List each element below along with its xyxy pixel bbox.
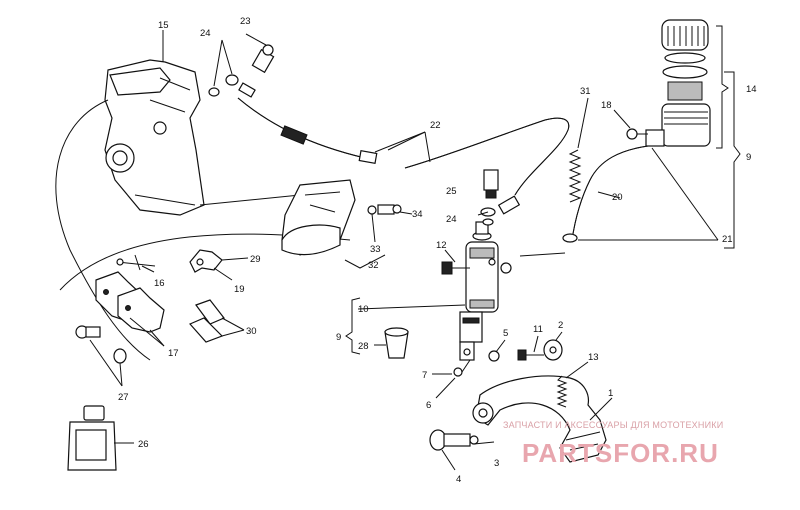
- callout-11: 11: [533, 324, 543, 335]
- brake-light-switch: [480, 169, 499, 226]
- callout-32: 32: [368, 260, 379, 271]
- callout-13: 13: [588, 352, 599, 363]
- callout-12: 12: [436, 240, 447, 251]
- pad-pin: [116, 254, 156, 271]
- watermark-tagline: ЗАПЧАСТИ И АКСЕССУАРЫ ДЛЯ МОТОТЕХНИКИ: [503, 420, 723, 430]
- callout-29: 29: [250, 254, 261, 265]
- callout-34: 34: [412, 209, 423, 220]
- callout-30: 30: [246, 326, 257, 337]
- callout-9-left: 9: [336, 332, 341, 343]
- hose-spring: [568, 149, 582, 203]
- master-cylinder: [459, 221, 512, 361]
- callout-20: 20: [612, 192, 623, 203]
- callout-23: 22: [430, 120, 441, 131]
- brake-pedal: [472, 375, 607, 463]
- callout-5: 5: [503, 328, 508, 339]
- callout-31: 31: [580, 86, 591, 97]
- callout-18: 18: [601, 100, 612, 111]
- brake-hose: [237, 97, 570, 215]
- return-spring: [556, 375, 568, 408]
- callout-17: 16: [154, 278, 165, 289]
- callout-14: 14: [746, 84, 757, 95]
- fluid-reservoir: [645, 19, 711, 147]
- pushrod-clevis: [453, 359, 471, 377]
- callout-1: 1: [608, 388, 613, 399]
- callout-2: 2: [558, 320, 563, 331]
- callout-15: 15: [158, 20, 169, 31]
- callout-33: 33: [370, 244, 381, 255]
- brake-caliper: [104, 30, 205, 216]
- caliper-bolts: [75, 325, 127, 364]
- pivot-bolt: [429, 429, 479, 451]
- screw-5: [488, 350, 500, 362]
- caliper-hose-loop: [55, 99, 151, 361]
- callout-25-top: 24: [200, 28, 211, 39]
- callout-4: 4: [456, 474, 461, 485]
- callout-10: 10: [358, 304, 369, 315]
- callout-22: 27: [118, 392, 129, 403]
- mounting-bolt: [441, 261, 470, 275]
- brake-fluid-bottle: [67, 405, 117, 471]
- caliper-guard: [281, 179, 356, 256]
- rubber-bushing: [384, 327, 409, 359]
- callout-9-right: 9: [746, 152, 751, 163]
- banjo-fitting: [208, 44, 275, 98]
- brake-pads: [95, 271, 165, 333]
- callout-25-mid: 24: [446, 214, 457, 225]
- callout-3: 3: [494, 458, 499, 469]
- callout-6: 6: [426, 400, 431, 411]
- watermark-brand: PARTSFOR.RU: [522, 438, 719, 468]
- callout-24: 23: [240, 16, 251, 27]
- callout-21: 21: [722, 234, 733, 245]
- callout-7: 7: [422, 370, 427, 381]
- reservoir-hose: [562, 145, 649, 243]
- callout-27: 26: [138, 439, 149, 450]
- pad-clip: [189, 249, 223, 273]
- pad-spring: [188, 299, 225, 343]
- callout-19: 19: [234, 284, 245, 295]
- callout-28: 28: [358, 341, 369, 352]
- callout-16: 17: [168, 348, 179, 359]
- guard-bolt: [367, 204, 402, 215]
- stop-bolt: [517, 339, 563, 361]
- reservoir-bolt: [626, 128, 648, 140]
- callout-26: 25: [446, 186, 457, 197]
